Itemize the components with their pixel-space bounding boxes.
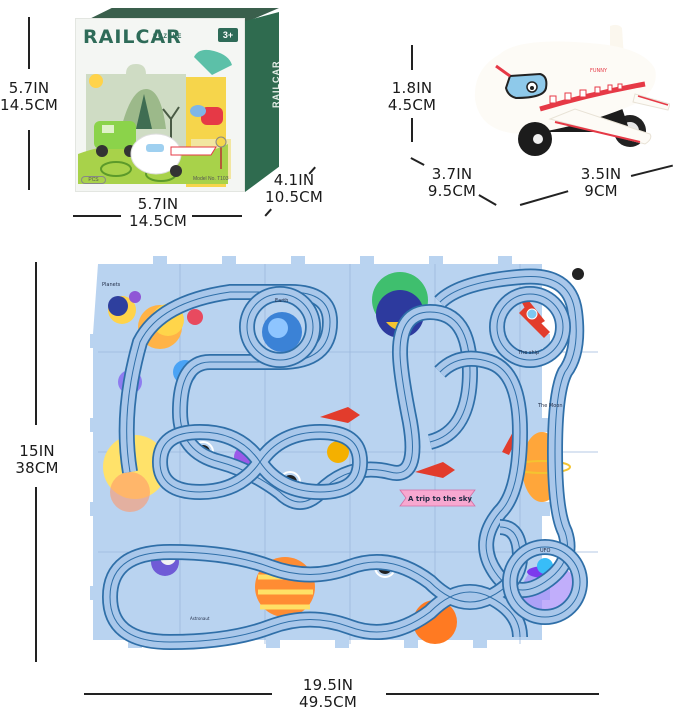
box-front-face <box>75 18 245 192</box>
plane-length-line-right <box>478 194 497 206</box>
plane-width-in: 3.5IN <box>580 165 622 183</box>
plane-height-line-bottom <box>411 118 413 142</box>
plane-length-cm: 9.5CM <box>427 182 477 200</box>
box-width-line-right <box>192 215 242 217</box>
box-depth-in: 4.1IN <box>273 171 315 189</box>
box-width-cm: 14.5CM <box>128 212 187 230</box>
label-ship: The ship <box>517 350 539 356</box>
plane-height-in: 1.8IN <box>391 79 433 97</box>
box-width-in: 5.7IN <box>137 195 179 213</box>
box-brand-sub: PUZZLE <box>153 34 183 40</box>
puzzle-track-mat: .trk { fill: none; stroke: #2f6fa8; stro… <box>85 252 600 657</box>
mat-height-line-bottom <box>35 487 37 662</box>
box-brand-logo: RAILCAR <box>83 26 182 48</box>
box-side-brand: RAILCAR <box>271 60 281 109</box>
plane-label: FUNNY <box>590 68 608 74</box>
label-moon: The Moon <box>537 403 563 409</box>
product-box: RAILCAR PUZZLE 3+ RAILCAR Model No. T103… <box>73 8 281 192</box>
mat-width-line-left <box>84 693 272 695</box>
plane-width-label: 3.5IN 9CM <box>575 166 627 200</box>
mat-width-label: 19.5IN 49.5CM <box>278 677 378 711</box>
plane-width-line-left <box>519 190 569 206</box>
box-height-in: 5.7IN <box>8 79 50 97</box>
box-artwork <box>78 49 232 187</box>
plane-height-line-top <box>411 45 413 70</box>
plane-width-cm: 9CM <box>584 182 618 200</box>
plane-length-label: 3.7IN 9.5CM <box>423 166 481 200</box>
airplane-toy: FUNNY <box>440 14 671 159</box>
box-side-face <box>245 12 279 192</box>
plane-width-line-right <box>630 164 673 177</box>
mat-width-cm: 49.5CM <box>298 693 357 711</box>
label-astronaut: Astronaut <box>190 616 210 621</box>
label-ufo: UFO <box>540 548 551 554</box>
model-number: Model No. T103 <box>193 176 229 182</box>
mat-height-cm: 38CM <box>15 459 59 477</box>
mat-width-line-right <box>386 693 599 695</box>
track-mat-illustration: .trk { fill: none; stroke: #2f6fa8; stro… <box>85 256 598 651</box>
plane-length-line-left <box>410 157 425 166</box>
label-planets: Planets <box>102 282 121 288</box>
age-badge: 3+ <box>218 28 238 42</box>
pieces-badge: PCS <box>81 176 106 184</box>
box-depth-cm: 10.5CM <box>264 188 323 206</box>
mat-height-line-top <box>35 262 37 425</box>
plane-height-cm: 4.5CM <box>387 96 437 114</box>
box-height-line-top <box>28 17 30 69</box>
box-width-line-left <box>73 215 121 217</box>
plane-height-label: 1.8IN 4.5CM <box>383 80 441 114</box>
mat-height-label: 15IN 38CM <box>8 443 66 477</box>
box-height-cm: 14.5CM <box>0 96 59 114</box>
box-depth-label: 4.1IN 10.5CM <box>263 172 325 206</box>
box-height-line-bottom <box>28 130 30 190</box>
mat-width-in: 19.5IN <box>302 676 354 694</box>
box-width-label: 5.7IN 14.5CM <box>118 196 198 230</box>
box-depth-line-bottom <box>264 208 272 217</box>
label-earth: Earth <box>275 298 288 304</box>
mat-height-in: 15IN <box>19 442 55 460</box>
banner-trip: A trip to the sky <box>408 495 472 503</box>
airplane-illustration: FUNNY <box>474 24 671 156</box>
box-height-label: 5.7IN 14.5CM <box>0 80 58 114</box>
plane-length-in: 3.7IN <box>431 165 473 183</box>
